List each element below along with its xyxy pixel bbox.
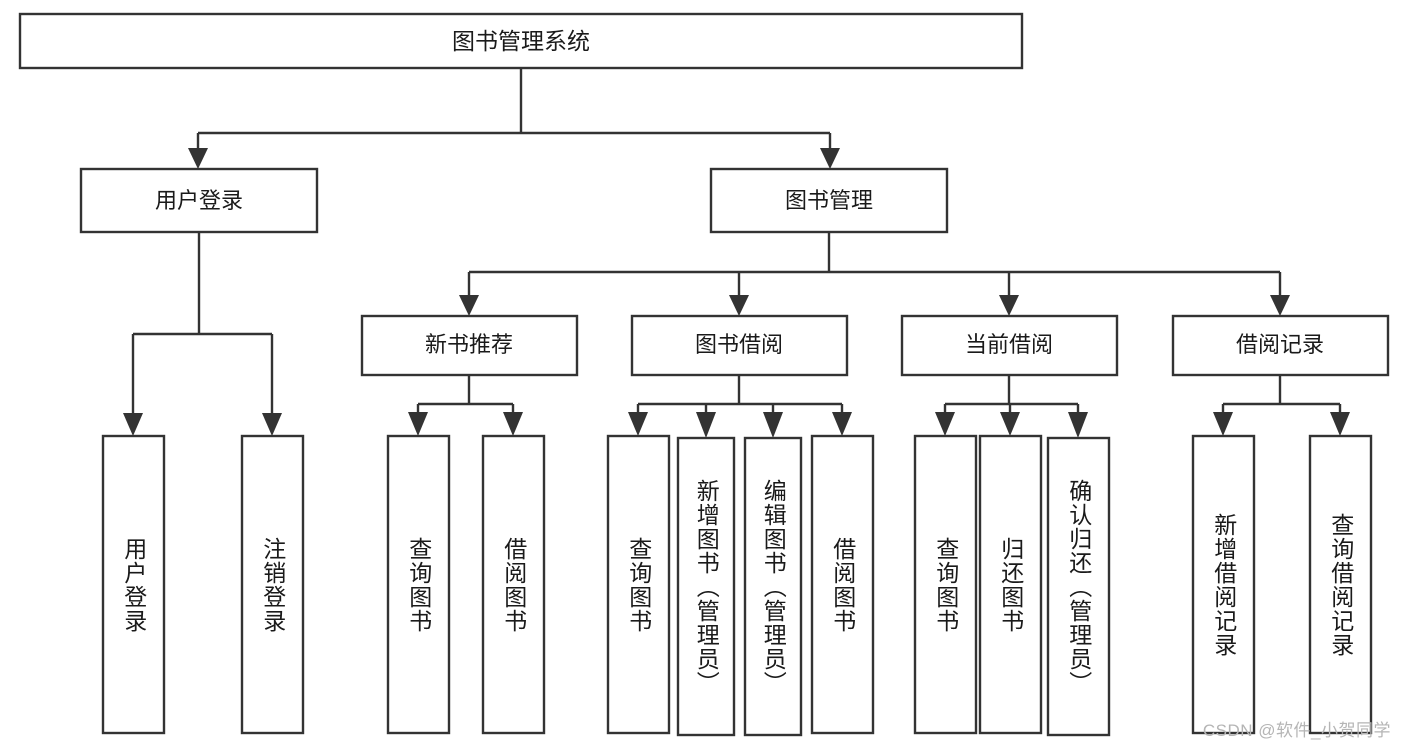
arrow-leaf-return-book <box>1000 412 1020 436</box>
leaf-box-return-book[interactable] <box>978 434 1043 735</box>
arrow-leaf-borrow-book-2 <box>832 412 852 436</box>
arrow-book-mgmt <box>820 148 840 169</box>
node-root-label: 图书管理系统 <box>452 28 590 54</box>
arrow-leaf-query-book-3 <box>935 412 955 436</box>
node-book-borrow-label: 图书借阅 <box>695 332 783 357</box>
node-new-book-recommend-label: 新书推荐 <box>425 332 513 357</box>
connector-layer <box>123 68 1350 438</box>
arrow-leaf-add-record <box>1213 412 1233 436</box>
node-book-management[interactable] <box>709 167 949 234</box>
node-book-borrow[interactable] <box>630 314 849 377</box>
node-layer: 图书管理系统 用户登录 图书管理 新书推荐 图书借阅 当前借阅 借阅记录 <box>18 12 1390 737</box>
leaf-box-add-record[interactable] <box>1191 434 1256 735</box>
node-user-login[interactable] <box>79 167 319 234</box>
arrow-leaf-query-book-1 <box>408 412 428 436</box>
leaf-box-query-book-2[interactable] <box>606 434 671 735</box>
leaf-box-query-book-1[interactable] <box>386 434 451 735</box>
node-current-borrow[interactable] <box>900 314 1119 377</box>
leaf-box-confirm-return[interactable] <box>1046 436 1111 737</box>
node-book-management-label: 图书管理 <box>785 188 873 213</box>
arrow-borrow-record <box>1270 295 1290 316</box>
node-borrow-record-label: 借阅记录 <box>1236 332 1324 357</box>
leaf-box-logout[interactable] <box>240 434 305 735</box>
arrow-user-login <box>188 148 208 169</box>
leaf-box-user-login[interactable] <box>101 434 166 735</box>
arrow-leaf-add-book <box>696 412 716 438</box>
arrow-leaf-query-book-2 <box>628 412 648 436</box>
leaf-box-query-book-3[interactable] <box>913 434 978 735</box>
arrow-leaf-edit-book <box>763 412 783 438</box>
node-current-borrow-label: 当前借阅 <box>965 332 1053 357</box>
node-borrow-record[interactable] <box>1171 314 1390 377</box>
arrow-leaf-confirm-return <box>1068 412 1088 438</box>
arrow-current-borrow <box>999 295 1019 316</box>
arrow-leaf-logout <box>262 413 282 436</box>
leaf-box-add-book[interactable] <box>676 436 736 737</box>
leaf-box-borrow-book-2[interactable] <box>810 434 875 735</box>
node-root[interactable] <box>18 12 1024 70</box>
arrow-new-book <box>459 295 479 316</box>
leaf-box-edit-book[interactable] <box>743 436 803 737</box>
node-user-login-label: 用户登录 <box>155 188 243 213</box>
watermark-text: CSDN @软件_小贺同学 <box>1202 721 1391 740</box>
leaf-box-query-record[interactable] <box>1308 434 1373 735</box>
arrow-book-borrow <box>729 295 749 316</box>
arrow-leaf-user-login <box>123 413 143 436</box>
node-new-book-recommend[interactable] <box>360 314 579 377</box>
leaf-box-borrow-book-1[interactable] <box>481 434 546 735</box>
arrow-leaf-query-record <box>1330 412 1350 436</box>
arrow-leaf-borrow-book-1 <box>503 412 523 436</box>
